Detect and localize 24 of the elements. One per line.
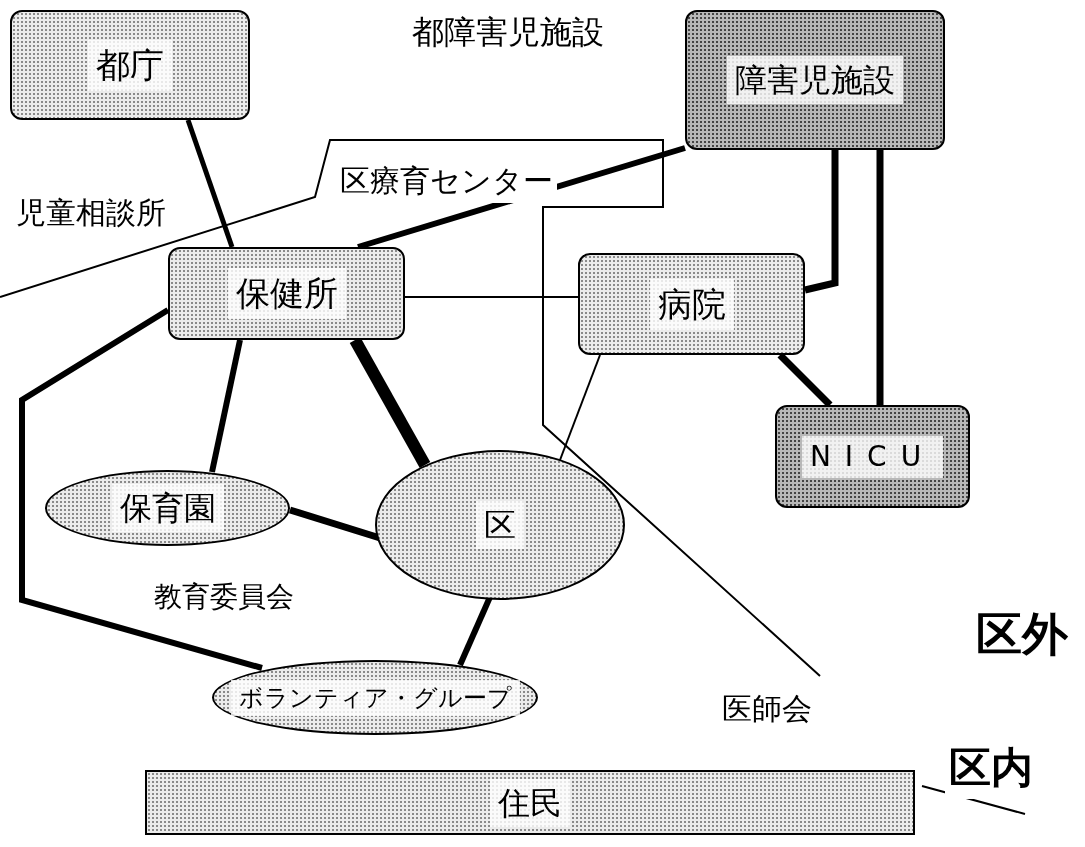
connector-line bbox=[404, 296, 579, 298]
connector-line bbox=[876, 150, 884, 405]
node-label: 都庁 bbox=[88, 39, 172, 91]
nicu-box bbox=[775, 405, 970, 508]
hospital-box bbox=[578, 253, 805, 355]
connector-line bbox=[777, 352, 833, 408]
node-label: 住民 bbox=[490, 778, 570, 827]
node-label: 区 bbox=[476, 501, 524, 549]
health-center-box bbox=[168, 247, 405, 340]
connector-line bbox=[185, 119, 235, 248]
connector-line bbox=[357, 145, 686, 250]
node-label: 病院 bbox=[649, 278, 734, 330]
connector-line bbox=[209, 339, 243, 473]
connector-line bbox=[559, 354, 601, 461]
node-label: 保健所 bbox=[227, 268, 346, 319]
connector-line bbox=[19, 307, 263, 671]
office-box bbox=[10, 10, 250, 120]
node-label: ボランティア・グループ bbox=[230, 679, 520, 716]
connector-line bbox=[349, 337, 431, 468]
node-label: 保育園 bbox=[111, 484, 224, 532]
node-label: NICU bbox=[801, 435, 944, 478]
residents-box bbox=[145, 770, 915, 835]
facility-box bbox=[685, 10, 945, 150]
node-label: 障害児施設 bbox=[727, 56, 903, 104]
